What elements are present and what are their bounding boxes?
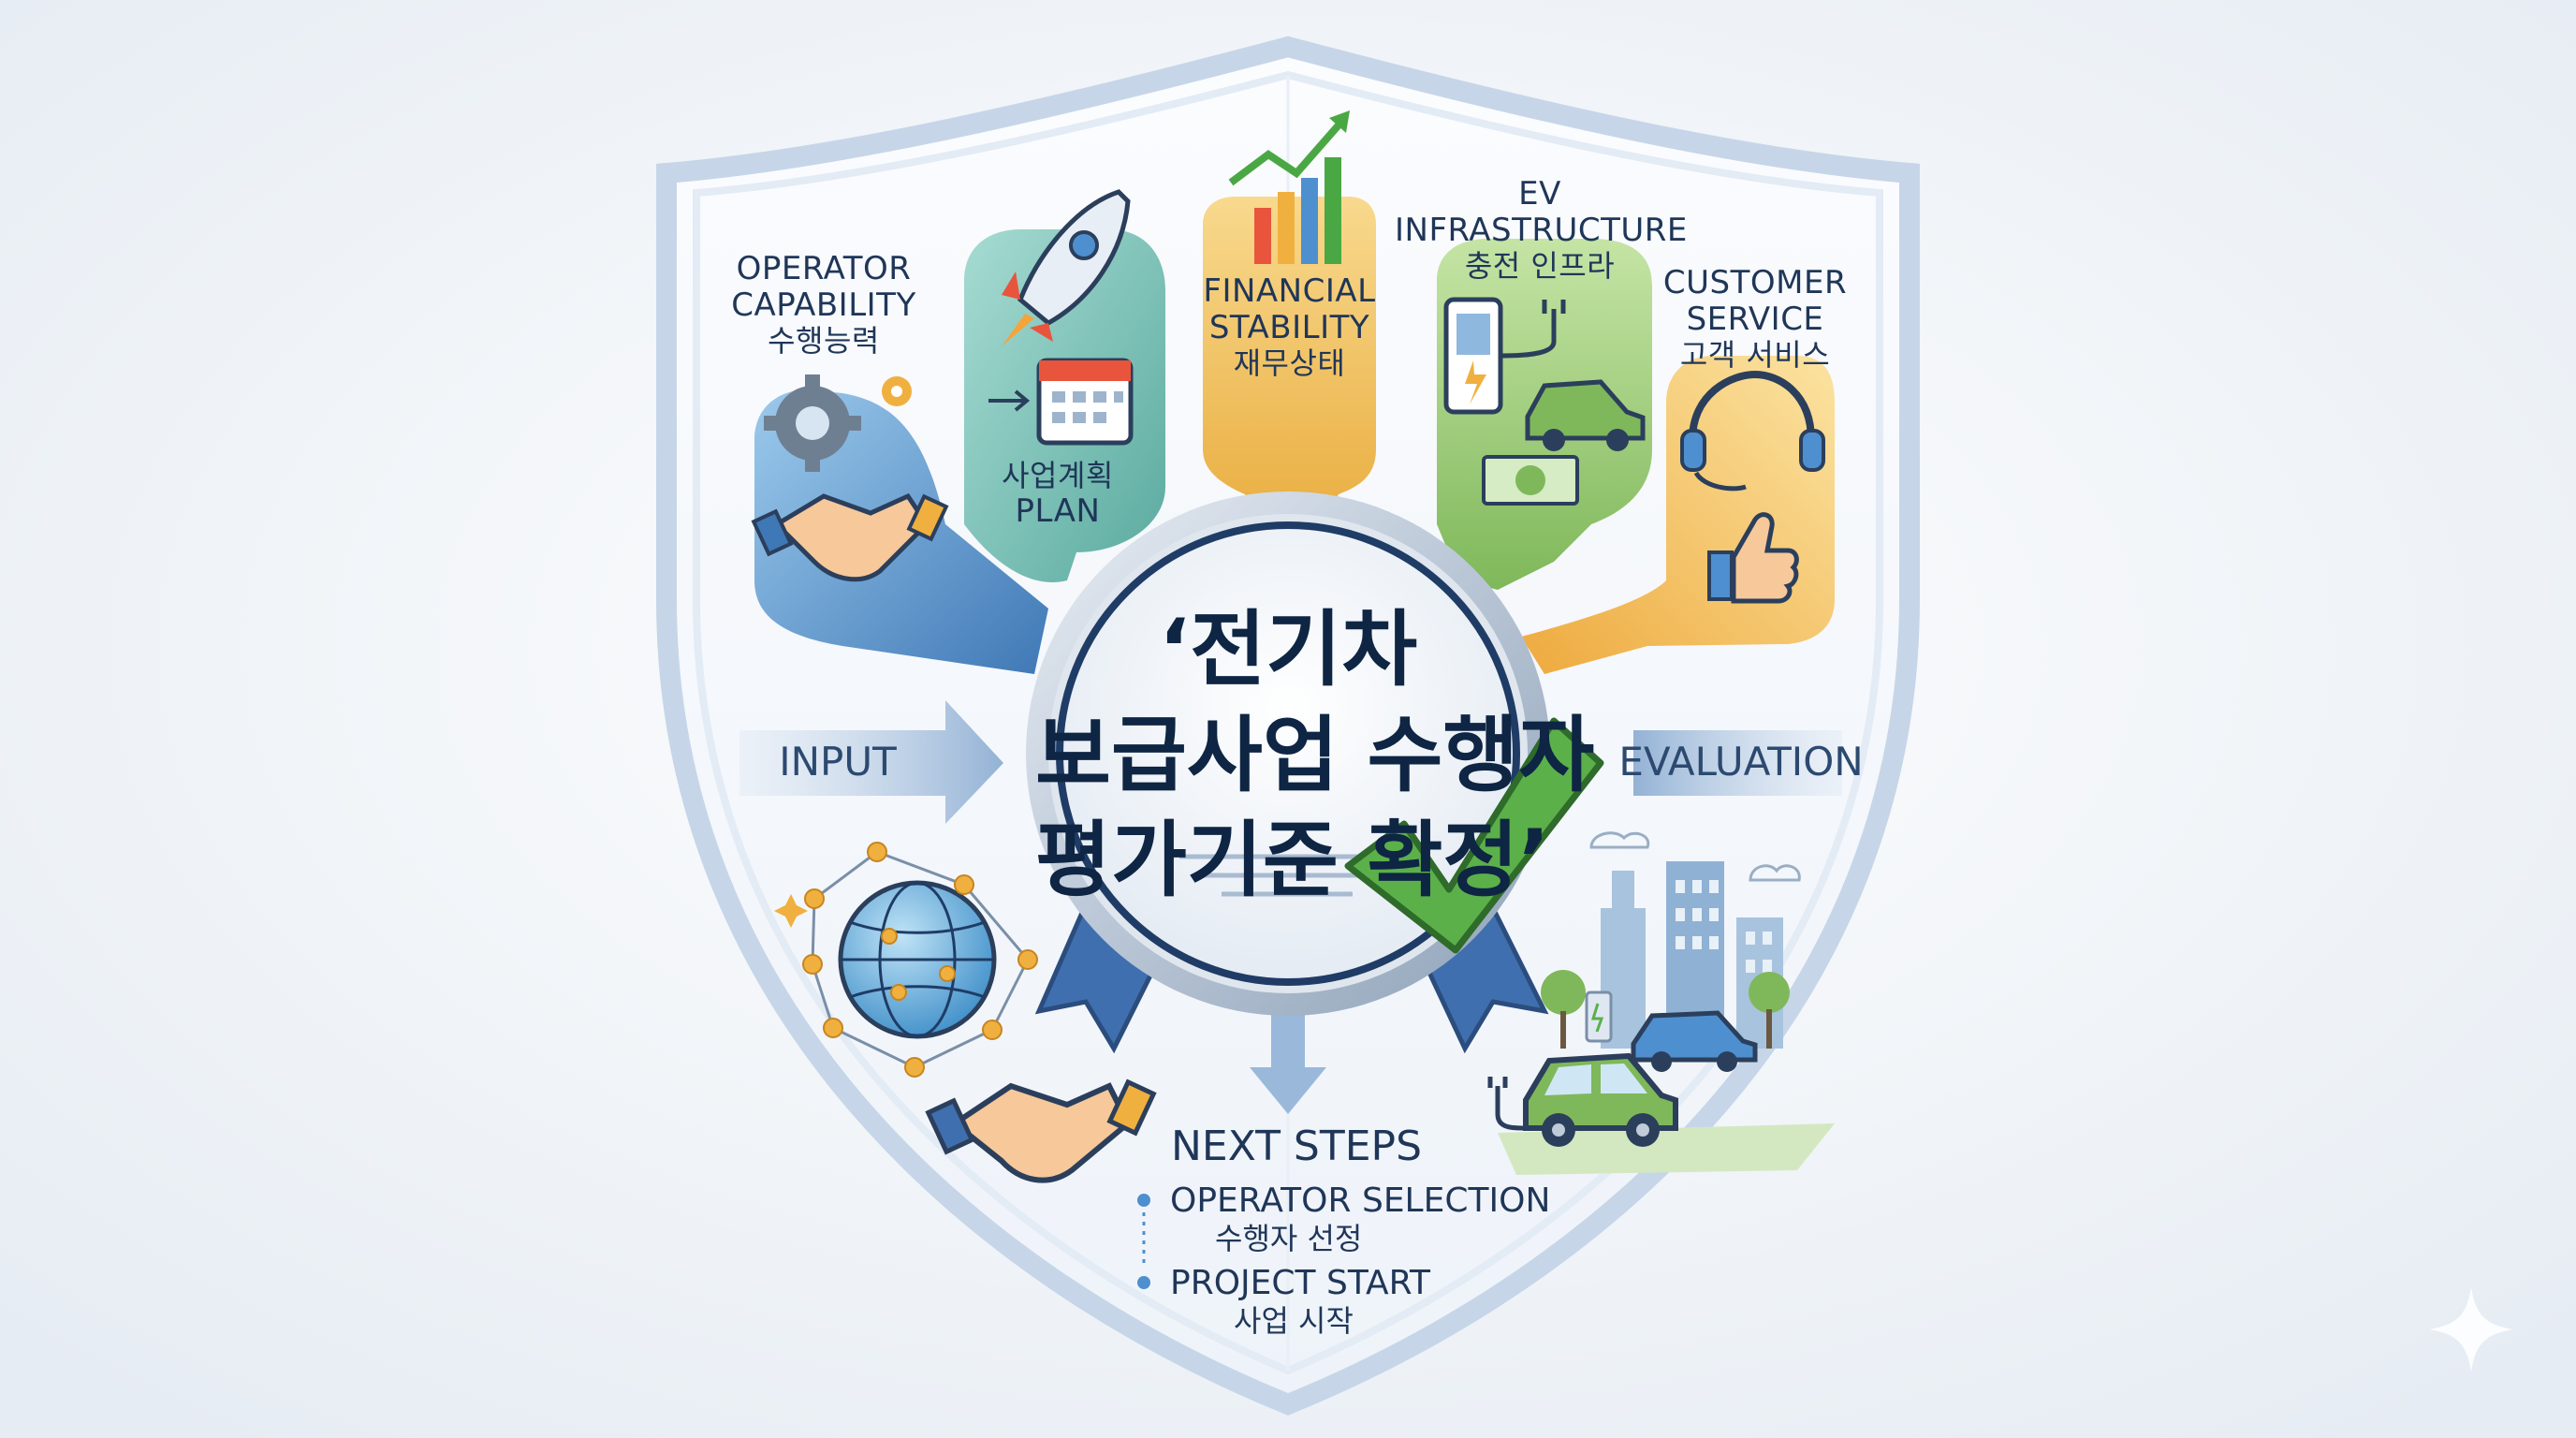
input-label: INPUT: [779, 739, 897, 785]
next-steps-timeline: [1137, 1194, 1150, 1289]
operator-capability-panel: [751, 374, 1048, 674]
financial-en-line1: FINANCIAL: [1203, 272, 1376, 310]
headline-line3: 평가기준 확정’: [1035, 812, 1550, 909]
city-icon: [1498, 831, 1835, 1175]
globe-network-icon: [802, 842, 1038, 1078]
customer-service-panel: [1521, 356, 1835, 674]
operator-capability-en-line1: OPERATOR: [736, 250, 912, 287]
checkmark-icon: [1344, 717, 1604, 954]
ev-infrastructure-panel: [1437, 239, 1652, 590]
ev-infra-en-line2: INFRASTRUCTURE: [1395, 212, 1688, 250]
ev-infra-ko: 충전 인프라: [1464, 248, 1616, 285]
sparkle-icon: [774, 894, 808, 928]
plan-label: 사업계획 PLAN: [978, 459, 1137, 530]
bar-chart-icon: [1228, 110, 1350, 264]
evaluation-arrow-icon: [1633, 730, 1842, 796]
plan-en: PLAN: [1015, 492, 1101, 530]
customer-service-en-line1: CUSTOMER: [1662, 264, 1848, 301]
headset-icon: [1680, 370, 1825, 492]
headline-line1: ‘전기차: [1158, 601, 1418, 697]
ev-infra-en-line1: EV: [1518, 175, 1561, 213]
plan-panel: [964, 189, 1165, 582]
financial-stability-label: FINANCIAL STABILITY 재무상태: [1203, 272, 1376, 382]
gear-icon: [764, 374, 912, 472]
calendar-icon: [1036, 358, 1134, 446]
step-project-start-en: PROJECT START: [1170, 1264, 1431, 1302]
electric-car-icon: [1487, 1052, 1678, 1147]
center-headline: ‘전기차 보급사업 수행자 평가기준 확정’: [1035, 597, 1595, 914]
step-operator-selection-en: OPERATOR SELECTION: [1170, 1181, 1551, 1220]
next-steps-title: NEXT STEPS: [1170, 1123, 1423, 1170]
operator-capability-ko: 수행능력: [768, 323, 880, 360]
customer-service-en-line2: SERVICE: [1686, 301, 1824, 339]
financial-en-line2: STABILITY: [1208, 309, 1370, 347]
evaluation-label: EVALUATION: [1618, 739, 1864, 785]
customer-service-label: CUSTOMER SERVICE 고객 서비스: [1661, 264, 1849, 374]
ev-infrastructure-label: EV INFRASTRUCTURE 충전 인프라: [1395, 175, 1688, 285]
money-icon: [1482, 455, 1579, 506]
financial-ko: 재무상태: [1233, 345, 1346, 382]
customer-service-ko: 고객 서비스: [1679, 337, 1831, 374]
step-operator-selection-ko: 수행자 선정: [1215, 1221, 1363, 1256]
operator-capability-label: OPERATOR CAPABILITY 수행능력: [721, 250, 927, 360]
input-arrow-icon: [739, 700, 1003, 824]
headline-line2: 보급사업 수행자: [1035, 706, 1595, 803]
handshake-icon: [751, 492, 949, 582]
charging-station-icon: [1443, 297, 1566, 415]
thumbs-up-icon: [1707, 512, 1799, 604]
rocket-icon: [1002, 189, 1131, 346]
financial-stability-panel: [1203, 110, 1376, 534]
step-project-start-ko: 사업 시작: [1234, 1303, 1354, 1339]
plan-ko: 사업계획: [1002, 458, 1114, 493]
handshake-icon-bottom: [925, 1078, 1157, 1183]
car-icon: [1525, 379, 1646, 451]
operator-capability-en-line2: CAPABILITY: [731, 286, 916, 325]
corner-sparkle-icon: [2429, 1287, 2513, 1372]
